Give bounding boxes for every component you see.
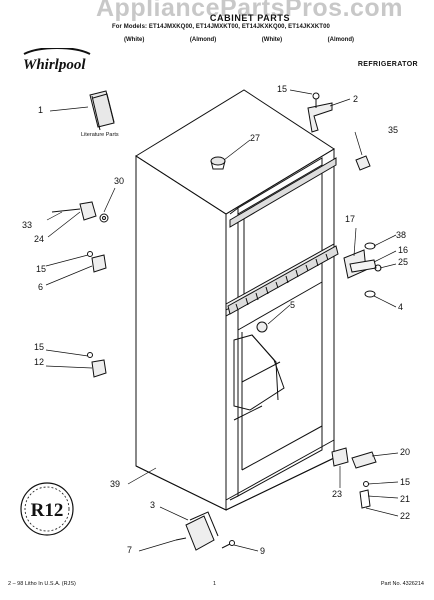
brand-name: Whirlpool — [23, 57, 86, 73]
bottom-hinge-right — [331, 447, 377, 509]
leader-lines — [45, 89, 399, 552]
callout-number: 12 — [34, 357, 45, 367]
callout-number: 21 — [400, 494, 411, 504]
callout-number: 27 — [250, 133, 261, 143]
model-colors: (White) (Almond) (White) (Almond) — [124, 37, 354, 43]
bottom-hinge-left — [175, 511, 235, 551]
shelf-plug — [256, 321, 268, 333]
callout-number: 23 — [332, 489, 343, 499]
callout-number: 33 — [22, 220, 33, 230]
diagram-title: CABINET PARTS — [209, 13, 291, 23]
callout-number: 15 — [277, 84, 288, 94]
center-hinge — [343, 242, 382, 298]
color-name: (White) — [261, 37, 283, 43]
callout-number: 9 — [260, 546, 266, 556]
callout-number: 3 — [150, 500, 156, 510]
callout-number: 15 — [34, 342, 45, 352]
top-plug — [210, 156, 226, 170]
callout-number: 20 — [400, 447, 411, 457]
callout-number: 15 — [400, 477, 411, 487]
callout-number: 1 — [38, 105, 44, 115]
part-number: Part No. 4326214 — [380, 581, 424, 587]
callout-number: 5 — [290, 300, 296, 310]
color-name: (Almond) — [189, 37, 217, 43]
callout-number: 15 — [36, 264, 47, 274]
left-hinge-hardware — [51, 201, 109, 223]
color-name: (White) — [124, 37, 145, 43]
page-number: 1 — [213, 581, 217, 587]
callout-number: 25 — [398, 257, 409, 267]
callout-number: 16 — [398, 245, 409, 255]
literature-parts-label: Literature Parts — [81, 132, 119, 138]
callout-number: 17 — [345, 214, 356, 224]
literature-parts — [89, 90, 115, 131]
callout-number: 7 — [127, 545, 133, 555]
callout-number: 38 — [396, 230, 407, 240]
callout-number: 24 — [34, 234, 45, 244]
callout-number: 22 — [400, 511, 411, 521]
callout-number: 30 — [114, 176, 125, 186]
callout-number: 2 — [353, 94, 359, 104]
litho-info: 2 – 98 Litho In U.S.A. (RJS) — [8, 581, 76, 587]
whirlpool-logo: Whirlpool — [23, 48, 91, 73]
color-name: (Almond) — [327, 37, 354, 43]
section-label: REFRIGERATOR — [357, 61, 418, 68]
callout-number: 35 — [388, 125, 399, 135]
watermark: AppliancePartsPros.com — [96, 0, 403, 22]
callout-number: 6 — [38, 282, 44, 292]
callout-number: 39 — [110, 479, 121, 489]
top-hinge — [307, 92, 371, 171]
model-list: For Models: ET14JMXKQ00, ET14JMXKT00, ET… — [112, 24, 330, 30]
callout-number: 4 — [398, 302, 404, 312]
badge-text: R12 — [31, 500, 64, 521]
hinge-cover-left — [87, 251, 107, 378]
dispenser-strip — [227, 157, 339, 315]
refrigerant-badge: R12 — [20, 482, 74, 536]
cabinet-body — [135, 89, 335, 511]
